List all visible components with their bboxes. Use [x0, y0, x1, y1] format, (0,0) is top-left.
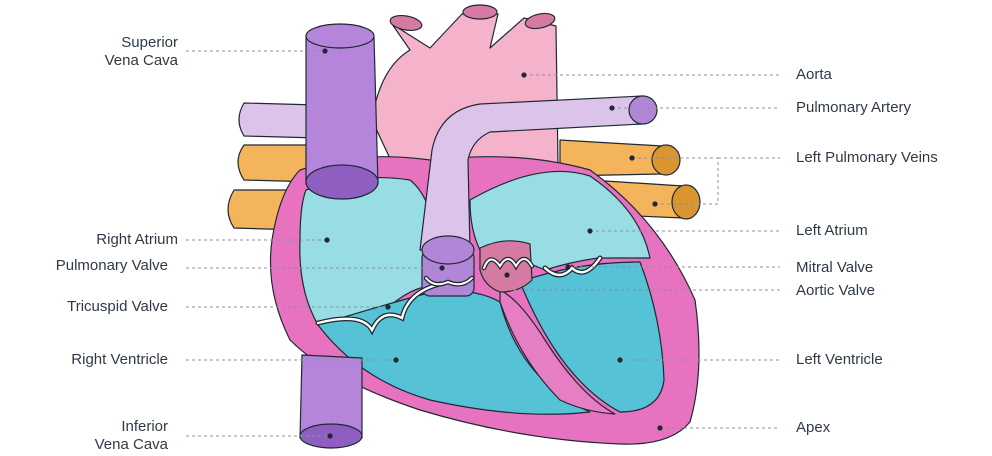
- label-pulmonary-valve: Pulmonary Valve: [56, 257, 168, 275]
- dot-right-ventricle: [393, 357, 398, 362]
- aortic-root: [480, 241, 532, 292]
- label-tricuspid-valve: Tricuspid Valve: [67, 298, 168, 316]
- dot-left-ventricle: [617, 357, 622, 362]
- pulmonary-valve-top: [422, 236, 474, 264]
- dot-inferior-vena-cava: [327, 433, 332, 438]
- label-superior-vena-cava-line1: Superior: [105, 34, 178, 52]
- label-aortic-valve: Aortic Valve: [796, 282, 875, 300]
- dot-mitral-valve: [565, 264, 570, 269]
- heart-illustration: [228, 5, 700, 448]
- label-left-pulmonary-veins: Left Pulmonary Veins: [796, 149, 938, 167]
- label-pulmonary-artery: Pulmonary Artery: [796, 99, 911, 117]
- superior-vena-cava-bottom: [306, 165, 378, 199]
- label-superior-vena-cava-line2: Vena Cava: [105, 52, 178, 70]
- dot-left-pulmonary-vein-lower: [652, 201, 657, 206]
- left-pulmonary-vein-upper-end: [652, 145, 680, 175]
- aorta-opening-left: [389, 13, 423, 32]
- label-mitral-valve: Mitral Valve: [796, 259, 873, 277]
- label-superior-vena-cava: Superior Vena Cava: [105, 34, 178, 70]
- label-right-atrium: Right Atrium: [96, 231, 178, 249]
- label-left-ventricle: Left Ventricle: [796, 351, 883, 369]
- label-apex: Apex: [796, 419, 830, 437]
- label-inferior-vena-cava-line1: Inferior: [95, 418, 168, 436]
- label-right-ventricle: Right Ventricle: [71, 351, 168, 369]
- dot-pulmonary-artery: [609, 105, 614, 110]
- dot-pulmonary-valve: [439, 265, 444, 270]
- label-left-atrium: Left Atrium: [796, 222, 868, 240]
- label-inferior-vena-cava-line2: Vena Cava: [95, 436, 168, 454]
- pulmonary-artery-end: [629, 96, 657, 124]
- dot-left-pulmonary-vein-upper: [629, 155, 634, 160]
- dot-left-atrium: [587, 228, 592, 233]
- dot-aorta: [521, 72, 526, 77]
- superior-vena-cava-top: [306, 24, 374, 48]
- dot-right-atrium: [324, 237, 329, 242]
- superior-vena-cava-tube: [306, 35, 378, 184]
- dot-aortic-valve: [504, 272, 509, 277]
- dot-apex: [657, 425, 662, 430]
- aorta-opening-mid: [463, 5, 497, 19]
- label-aorta: Aorta: [796, 66, 832, 84]
- left-pulmonary-vein-lower-end: [672, 185, 700, 219]
- dot-tricuspid-valve: [385, 304, 390, 309]
- dot-superior-vena-cava: [322, 48, 327, 53]
- label-inferior-vena-cava: Inferior Vena Cava: [95, 418, 168, 454]
